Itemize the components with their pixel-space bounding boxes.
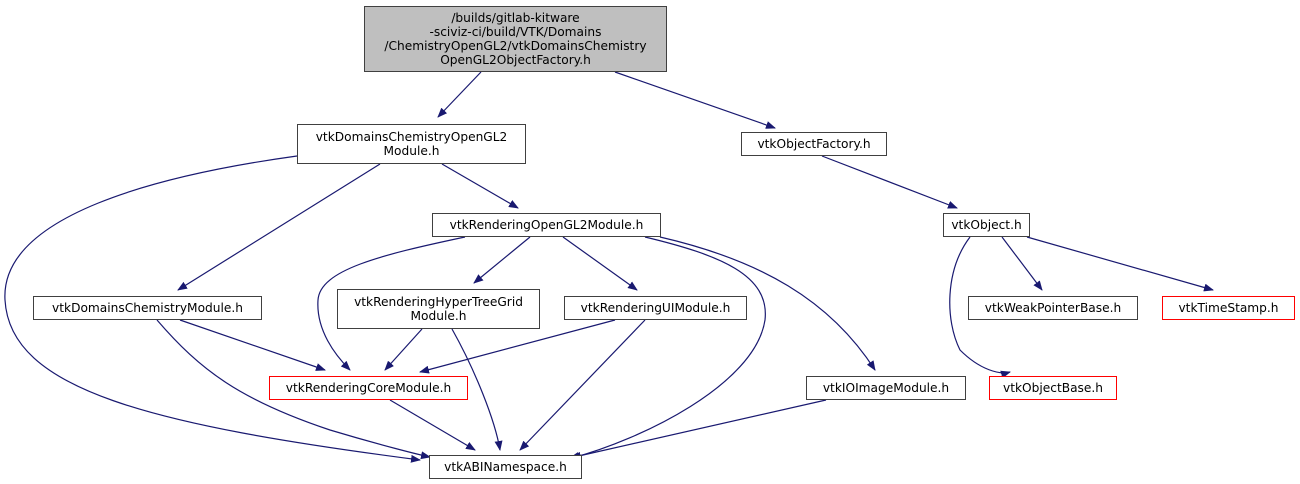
node-label: vtkDomainsChemistryModule.h	[52, 301, 243, 315]
node-rogl2[interactable]: vtkRenderingOpenGL2Module.h	[432, 213, 661, 237]
node-weakptr[interactable]: vtkWeakPointerBase.h	[968, 296, 1138, 320]
edge-dchem-to-abi	[156, 319, 431, 460]
node-root: /builds/gitlab-kitware -sciviz-ci/build/…	[364, 6, 667, 72]
node-objbase[interactable]: vtkObjectBase.h	[989, 376, 1117, 400]
node-label: vtkObjectFactory.h	[757, 137, 871, 151]
edge-rhtg-to-rcore	[384, 328, 423, 371]
node-object[interactable]: vtkObject.h	[943, 213, 1030, 237]
node-label: vtkIOImageModule.h	[822, 381, 950, 395]
node-label: vtkRenderingHyperTreeGrid Module.h	[354, 295, 523, 323]
node-label: vtkDomainsChemistryOpenGL2 Module.h	[315, 130, 508, 158]
node-label: vtkObject.h	[951, 218, 1022, 232]
edge-rogl2-to-rcore	[317, 236, 466, 371]
edge-rui-to-rcore	[419, 319, 616, 374]
edge-objfactory-to-object	[821, 155, 958, 209]
node-rhtg[interactable]: vtkRenderingHyperTreeGrid Module.h	[337, 289, 540, 329]
node-label: vtkTimeStamp.h	[1178, 301, 1279, 315]
node-label: vtkObjectBase.h	[1002, 381, 1104, 395]
edge-object-to-timestamp	[1026, 236, 1214, 292]
node-label: vtkWeakPointerBase.h	[984, 301, 1122, 315]
edge-object-to-weakptr	[1001, 236, 1043, 291]
node-ioimage[interactable]: vtkIOImageModule.h	[806, 376, 966, 400]
edge-rogl2-to-rhtg	[473, 236, 531, 284]
edge-rogl2-to-abi	[571, 236, 766, 460]
node-label: /builds/gitlab-kitware -sciviz-ci/build/…	[384, 11, 647, 67]
edge-rogl2-to-rui	[562, 236, 638, 291]
node-dchem[interactable]: vtkDomainsChemistryModule.h	[33, 296, 262, 320]
edge-object-to-objbase	[949, 236, 1011, 379]
node-label: vtkRenderingOpenGL2Module.h	[449, 218, 644, 232]
edge-dcogl2-to-rogl2	[441, 163, 519, 209]
edge-root-to-objfactory	[614, 71, 776, 129]
edge-root-to-dcogl2	[437, 71, 482, 118]
node-abi[interactable]: vtkABINamespace.h	[429, 455, 582, 479]
node-rui[interactable]: vtkRenderingUIModule.h	[564, 296, 747, 320]
edge-ioimage-to-abi	[569, 399, 827, 460]
node-rcore[interactable]: vtkRenderingCoreModule.h	[269, 376, 468, 400]
node-label: vtkRenderingUIModule.h	[580, 301, 731, 315]
edge-dchem-to-rcore	[179, 319, 326, 371]
edge-rogl2-to-ioimage	[659, 236, 876, 371]
node-label: vtkABINamespace.h	[444, 460, 567, 474]
edge-dcogl2-to-abi	[4, 155, 421, 463]
node-dcogl2[interactable]: vtkDomainsChemistryOpenGL2 Module.h	[297, 124, 526, 164]
edge-rui-to-abi	[519, 319, 646, 451]
edge-dcogl2-to-dchem	[177, 163, 381, 291]
edge-rcore-to-abi	[389, 399, 476, 451]
edge-rhtg-to-abi	[451, 328, 503, 451]
node-timestamp[interactable]: vtkTimeStamp.h	[1162, 296, 1295, 320]
node-objfactory[interactable]: vtkObjectFactory.h	[741, 132, 887, 156]
node-label: vtkRenderingCoreModule.h	[285, 381, 452, 395]
